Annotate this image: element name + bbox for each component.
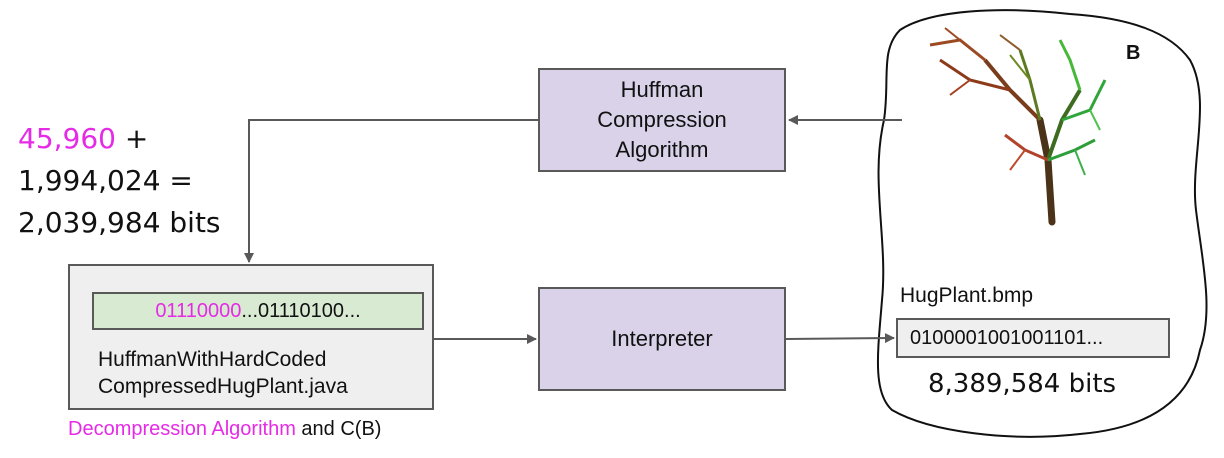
interpreter-label: Interpreter <box>611 326 713 351</box>
bitmap-bitstream: 0100001001001101... <box>896 318 1170 358</box>
arrow-interpreter-to-bitmap <box>785 333 895 344</box>
compressed-bits-count: 1,994,024 = <box>18 164 193 197</box>
hardcoded-bitstream: 01110000...01110100... <box>92 292 424 330</box>
bitstream-prefix: 01110000 <box>155 300 242 322</box>
java-program-box: 01110000...01110100... HuffmanWithHardCo… <box>68 264 434 410</box>
caption-rest: and C(B) <box>295 418 382 440</box>
compressed-size-sum: 45,960 + 1,994,024 = 2,039,984 bits <box>18 118 221 244</box>
plant-image <box>929 27 1107 226</box>
plus-sign: + <box>115 122 149 155</box>
bitmap-filename: HugPlant.bmp <box>900 284 1034 307</box>
java-filename: HuffmanWithHardCoded CompressedHugPlant.… <box>98 346 348 400</box>
arrow-huffman-to-program <box>244 119 538 263</box>
huffman-label-line-2: Compression <box>597 107 727 132</box>
caption-highlight: Decompression Algorithm <box>68 418 296 440</box>
huffman-label-line-1: Huffman <box>620 77 704 102</box>
decompression-caption: Decompression Algorithm and C(B) <box>68 416 381 442</box>
huffman-compression-box: Huffman Compression Algorithm <box>538 68 786 172</box>
java-filename-line-1: HuffmanWithHardCoded <box>98 348 327 371</box>
java-filename-line-2: CompressedHugPlant.java <box>98 375 348 398</box>
bitmap-size: 8,389,584 bits <box>928 369 1117 399</box>
sum-line-1: 45,960 + <box>18 118 221 160</box>
huffman-label-line-3: Algorithm <box>615 137 709 162</box>
bitmap-label: B <box>1126 42 1141 64</box>
interpreter-box: Interpreter <box>538 287 786 391</box>
decoder-bits-count: 45,960 <box>18 122 116 155</box>
bitstream-rest: ...01110100... <box>241 300 361 322</box>
total-bits-count: 2,039,984 bits <box>18 206 221 239</box>
bitmap-blob-outline <box>876 9 1208 438</box>
